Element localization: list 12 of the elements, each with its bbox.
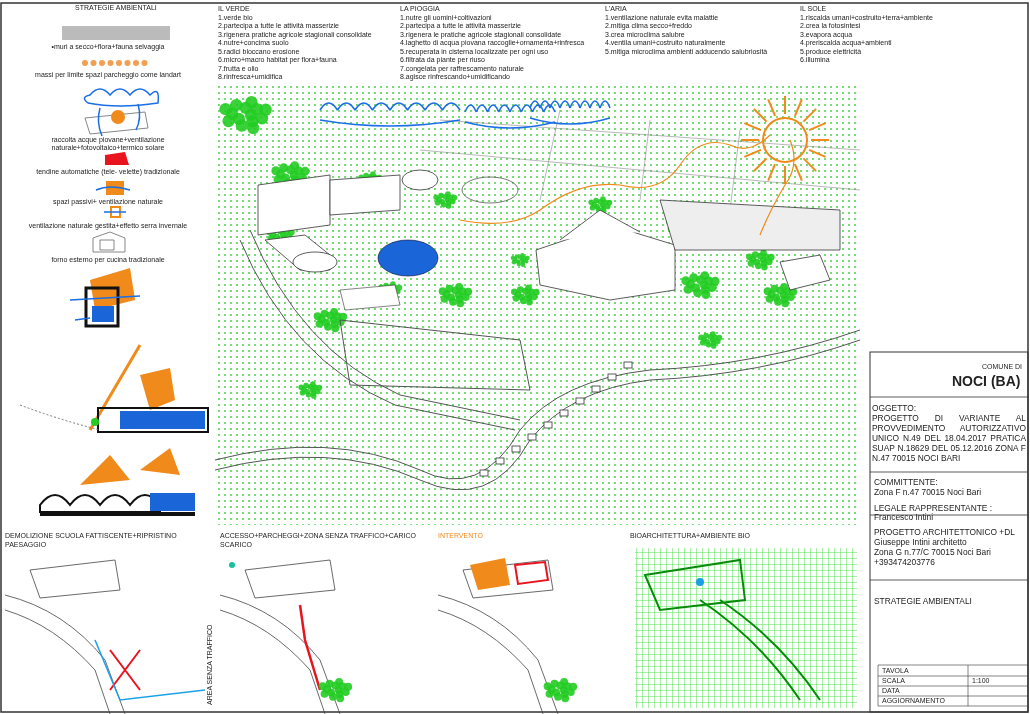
sheet-subject: STRATEGIE AMBIENTALI	[874, 596, 972, 606]
person-name: Giuseppe Intini architetto	[874, 537, 967, 547]
field-heading: OGGETTO:	[872, 403, 917, 413]
field-heading: PROGETTO ARCHITETTONICO +DL	[874, 527, 1015, 537]
municipality-name: NOCI (BA)	[952, 373, 1021, 389]
address-text: Zona F n.47 70015 Noci Bari	[874, 487, 982, 497]
person-name: Francesco Intini	[874, 512, 934, 522]
field-heading: LEGALE RAPPRESENTANTE :	[874, 503, 993, 513]
project-description: PROGETTO DI VARIANTE AL PROVVEDIMENTO AUTORIZZATIVO UNICO N.49 DEL 18.04.2017 PRATICA SUAP N.18629 DEL 05.12.2016 ZONA F N.47 70015 NOCI BARI	[872, 413, 1026, 463]
address-text: Zona G n.77/C 70015 Noci Bari	[874, 547, 991, 557]
field-heading: COMMITTENTE:	[874, 477, 938, 487]
phone-number: +393474203776	[874, 557, 935, 567]
